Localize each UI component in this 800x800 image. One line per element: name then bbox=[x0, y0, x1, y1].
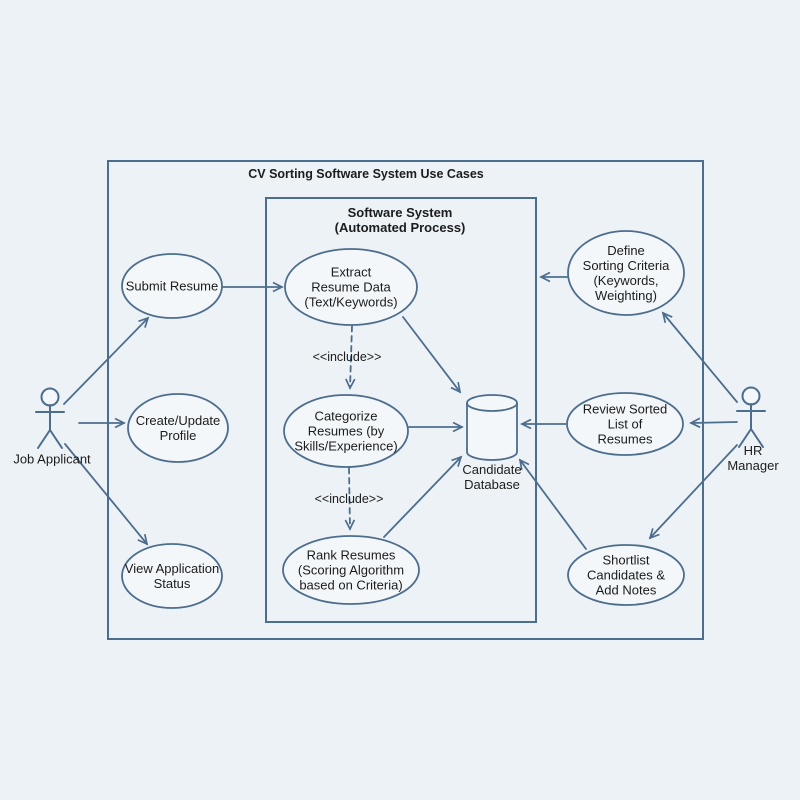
arrow-hr-manager-to-define-sorting-criteria bbox=[661, 311, 738, 403]
inner-system-boundary bbox=[265, 197, 537, 623]
database-label: Candidate Database bbox=[462, 461, 522, 492]
use-case-ellipse-rank-resumes bbox=[282, 535, 420, 605]
use-case-label-submit-resume: Submit Resume bbox=[125, 278, 219, 294]
include-stereotype-1: <<include>> bbox=[312, 349, 382, 364]
arrow-hr-manager-to-shortlist-candidates bbox=[648, 444, 738, 540]
use-case-ellipse-submit-resume bbox=[121, 253, 223, 319]
arrow-job-applicant-to-submit-resume bbox=[63, 316, 150, 405]
use-case-label-extract-resume-data: Extract Resume Data (Text/Keywords) bbox=[304, 264, 398, 310]
use-case-label-rank-resumes: Rank Resumes (Scoring Algorithm based on… bbox=[297, 547, 405, 593]
use-case-label-define-sorting-criteria: Define Sorting Criteria (Keywords, Weigh… bbox=[582, 242, 670, 304]
use-case-ellipse-define-sorting-criteria bbox=[567, 230, 685, 316]
arrow-shortlist-candidates-to-database bbox=[518, 458, 587, 550]
actor-label-hr-manager: HR Manager bbox=[727, 442, 779, 473]
include-arrow-extract-to-categorize bbox=[345, 325, 356, 390]
use-case-label-review-sorted-list: Review Sorted List of Resumes bbox=[582, 401, 668, 447]
use-case-label-create-update-profile: Create/Update Profile bbox=[135, 412, 221, 443]
use-case-ellipse-review-sorted-list bbox=[566, 392, 684, 456]
arrow-hr-manager-to-review-sorted-list bbox=[689, 417, 738, 429]
actor-head bbox=[40, 387, 60, 407]
use-case-ellipse-categorize-resumes bbox=[283, 394, 409, 468]
actor-head bbox=[741, 386, 761, 406]
use-case-label-categorize-resumes: Categorize Resumes (by Skills/Experience… bbox=[294, 408, 398, 454]
include-stereotype-2: <<include>> bbox=[314, 491, 384, 506]
use-case-label-view-application-status: View Application Status bbox=[124, 560, 220, 591]
use-case-ellipse-create-update-profile bbox=[127, 393, 229, 463]
inner-system-title: Software System (Automated Process) bbox=[334, 204, 466, 235]
database-cylinder bbox=[466, 394, 518, 461]
use-case-ellipse-extract-resume-data bbox=[284, 248, 418, 326]
arrow-rank-resumes-to-database bbox=[383, 455, 463, 538]
use-case-ellipse-shortlist-candidates bbox=[567, 544, 685, 606]
outer-system-boundary bbox=[107, 160, 704, 640]
actor-label-job-applicant: Job Applicant bbox=[13, 451, 91, 467]
include-arrow-categorize-to-rank bbox=[344, 467, 356, 531]
actor-figure-job-applicant bbox=[35, 387, 65, 449]
arrow-extract-resume-data-to-database bbox=[402, 316, 462, 394]
use-case-ellipse-view-application-status bbox=[121, 543, 223, 609]
use-case-label-shortlist-candidates: Shortlist Candidates & Add Notes bbox=[586, 552, 666, 598]
arrow-job-applicant-to-view-application-status bbox=[64, 443, 149, 546]
actor-figure-hr-manager bbox=[736, 386, 766, 448]
diagram-title: CV Sorting Software System Use Cases bbox=[248, 166, 484, 181]
